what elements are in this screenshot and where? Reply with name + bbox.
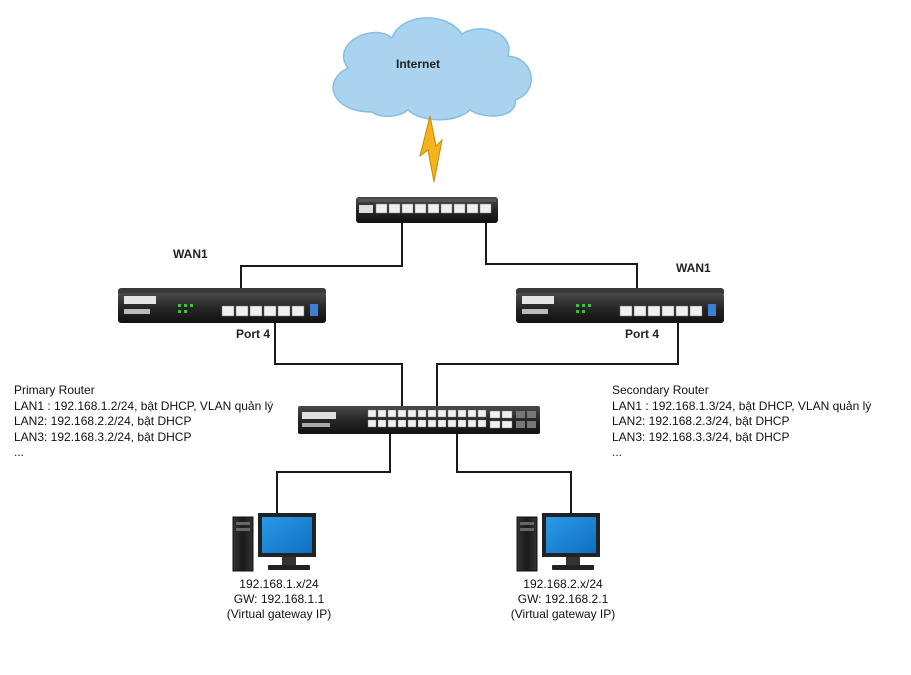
primary-router-title: Primary Router — [14, 383, 95, 397]
primary-router-line: ... — [14, 445, 25, 459]
cable-top-switch-to-primary — [240, 222, 403, 308]
left-pc-note: (Virtual gateway IP) — [226, 607, 332, 621]
primary-router-line: LAN2: 192.168.2.2/24, bật DHCP — [14, 414, 192, 428]
lightning-icon — [419, 115, 443, 183]
top-switch-icon — [356, 197, 498, 223]
cable-primary-to-core-switch — [274, 320, 403, 406]
right-pc-info: 192.168.2.x/24 GW: 192.168.2.1 (Virtual … — [493, 577, 633, 622]
core-switch-icon — [298, 406, 540, 434]
cable-secondary-to-core-switch — [436, 320, 679, 406]
primary-router-line: LAN3: 192.168.3.2/24, bật DHCP — [14, 429, 192, 444]
left-pc-icon — [232, 513, 316, 572]
primary-router-icon — [118, 288, 326, 323]
right-pc-note: (Virtual gateway IP) — [510, 607, 616, 621]
left-pc-info: 192.168.1.x/24 GW: 192.168.1.1 (Virtual … — [209, 577, 349, 622]
secondary-router-line: ... — [612, 445, 623, 459]
secondary-router-line: LAN3: 192.168.3.3/24, bật DHCP — [612, 429, 790, 444]
secondary-router-line: LAN1 : 192.168.1.3/24, bật DHCP, VLAN qu… — [612, 398, 872, 413]
wan1-left-label: WAN1 — [173, 247, 208, 261]
left-pc-subnet: 192.168.1.x/24 — [239, 577, 319, 591]
internet-cloud-icon — [332, 17, 532, 121]
cables — [240, 222, 679, 515]
secondary-router-title: Secondary Router — [612, 383, 709, 397]
internet-label: Internet — [396, 57, 441, 71]
secondary-router-line: LAN2: 192.168.2.3/24, bật DHCP — [612, 414, 790, 428]
right-pc-icon — [516, 513, 600, 572]
cable-core-switch-to-pc-left — [276, 432, 391, 515]
wan1-right-label: WAN1 — [676, 261, 711, 275]
secondary-router-icon — [516, 288, 724, 323]
right-pc-subnet: 192.168.2.x/24 — [523, 577, 603, 591]
port4-left-label: Port 4 — [236, 327, 271, 341]
port4-right-label: Port 4 — [625, 327, 660, 341]
secondary-router-info: Secondary Router LAN1 : 192.168.1.3/24, … — [612, 383, 871, 461]
cable-top-switch-to-secondary — [485, 222, 638, 308]
right-pc-gateway: GW: 192.168.2.1 — [517, 592, 609, 606]
primary-router-info: Primary Router LAN1 : 192.168.1.2/24, bậ… — [14, 383, 273, 461]
primary-router-line: LAN1 : 192.168.1.2/24, bật DHCP, VLAN qu… — [14, 398, 274, 413]
cable-core-switch-to-pc-right — [456, 432, 572, 515]
left-pc-gateway: GW: 192.168.1.1 — [233, 592, 325, 606]
